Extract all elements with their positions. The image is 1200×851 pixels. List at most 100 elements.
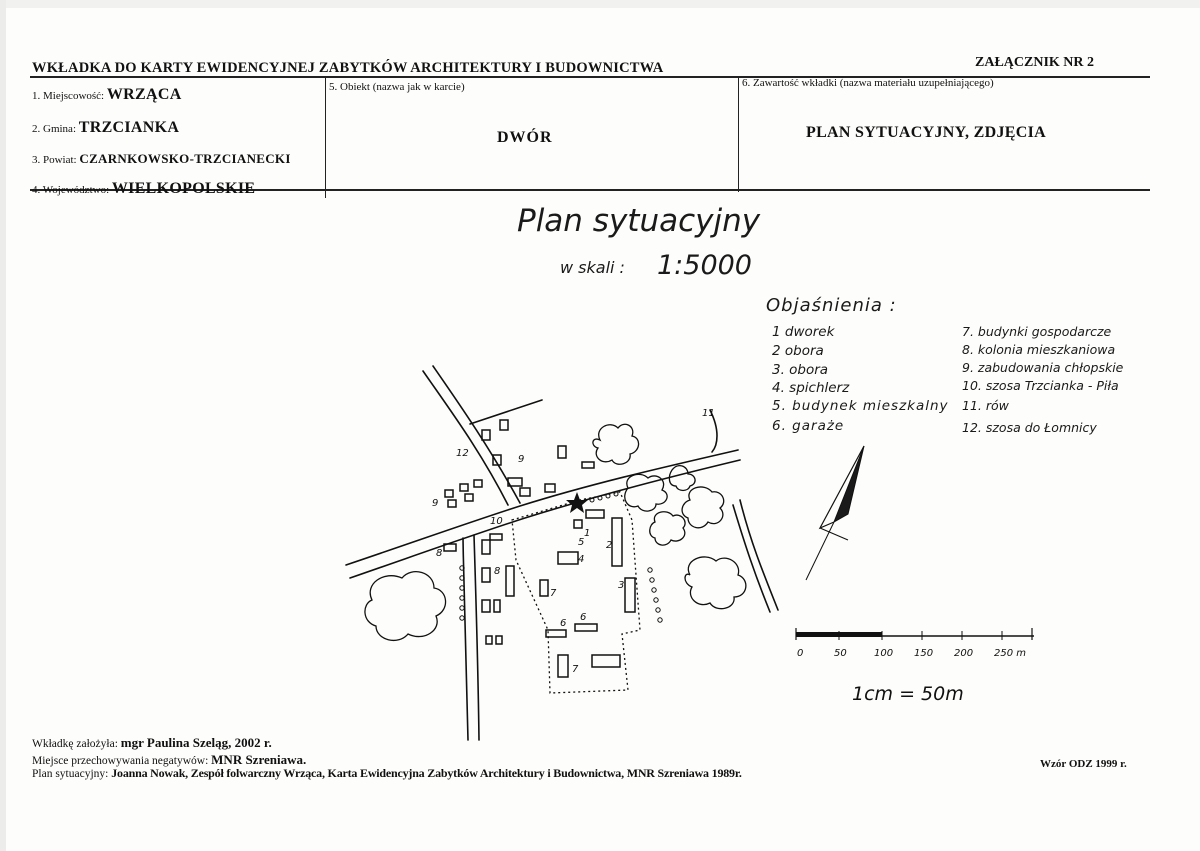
legend-item-2: 2 obora: [772, 343, 824, 359]
ditch-11-upper: [709, 409, 718, 453]
column-divider-1: [325, 77, 327, 198]
map-label-6b: 6: [580, 612, 586, 623]
map-label-8a: 8: [436, 548, 442, 559]
building-9d: [557, 445, 567, 459]
map-label-7b: 7: [572, 664, 579, 675]
scale-tick-0: 0: [797, 648, 803, 659]
building-7c: [591, 654, 621, 668]
scale-tick-200: 200: [954, 648, 973, 659]
scale-tick-250: 250 m: [994, 648, 1026, 659]
annex-number: ZAŁĄCZNIK NR 2: [975, 55, 1095, 70]
building-9a: [481, 429, 491, 441]
field-obiekt-label: 5. Obiekt (nazwa jak w karcie): [329, 81, 465, 93]
footer-source-label: Plan sytuacyjny:: [32, 768, 109, 780]
map-label-7a: 7: [550, 588, 557, 599]
ditch-11-lower: [739, 499, 779, 611]
trees-east-2: [649, 511, 686, 546]
legend-item-11: 11. rów: [962, 398, 1009, 413]
south-road-left: [462, 537, 469, 741]
footer-author-value: mgr Paulina Szeląg, 2002 r.: [120, 735, 272, 750]
north-arrow-icon: [805, 445, 865, 581]
footer-storage-label: Miejsce przechowywania negatywów:: [32, 755, 209, 767]
building-8e: [481, 599, 491, 613]
building-8c: [481, 567, 491, 583]
building-3-obora: [624, 577, 636, 613]
map-label-5: 5: [578, 537, 584, 548]
building-9b: [499, 419, 509, 431]
footer-storage-value: MNR Szreniawa.: [211, 752, 307, 767]
legend-item-10: 10. szosa Trzcianka - Piła: [962, 378, 1119, 393]
building-9i: [444, 489, 454, 498]
column-divider-2: [738, 77, 740, 192]
field-miejscowosc-value: WRZĄCA: [106, 86, 182, 103]
building-2-obora: [611, 517, 623, 567]
map-label-3: 3: [618, 580, 624, 591]
road-12-edge-left: [422, 370, 509, 506]
footer-source: Plan sytuacyjny: Joanna Nowak, Zespół fo…: [32, 766, 742, 781]
footer-author: Wkładkę założyła: mgr Paulina Szeląg, 20…: [32, 735, 272, 751]
field-powiat-value: CZARNKOWSKO-TRZCIANECKI: [79, 151, 291, 166]
field-miejscowosc-label: 1. Miejscowość:: [32, 90, 105, 102]
legend-item-9: 9. zabudowania chłopskie: [962, 360, 1124, 375]
field-powiat: 3. Powiat: CZARNKOWSKO-TRZCIANECKI: [32, 151, 291, 167]
map-label-9b: 9: [518, 454, 524, 465]
building-8f: [493, 599, 501, 613]
map-label-2: 2: [606, 540, 612, 551]
road-10-edge-upper: [345, 449, 739, 566]
upper-road: [469, 399, 543, 425]
map-label-12: 12: [456, 448, 469, 459]
building-8h: [495, 635, 503, 645]
field-wojewodztwo-label: 4. Województwo:: [32, 184, 110, 196]
manor-marker-icon: [566, 492, 588, 513]
trees-east-5: [668, 464, 696, 492]
building-8a: [443, 543, 457, 552]
plan-scale-value: 1:5000: [657, 250, 752, 281]
footer-source-value: Joanna Nowak, Zespół folwarczny Wrząca, …: [111, 766, 742, 780]
field-gmina-label: 2. Gmina:: [32, 123, 76, 135]
field-obiekt-value: DWÓR: [497, 129, 553, 146]
field-miejscowosc: 1. Miejscowość: WRZĄCA: [32, 86, 182, 104]
building-8i: [489, 533, 503, 541]
map-label-9a: 9: [432, 498, 438, 509]
road-12-edge-right: [432, 365, 521, 504]
ditch-11-lower-2: [732, 504, 771, 613]
building-8d: [505, 565, 515, 597]
scale-tick-50: 50: [834, 648, 847, 659]
trees-east-3: [681, 486, 725, 529]
building-7b: [557, 654, 569, 678]
footer-author-label: Wkładkę założyła:: [32, 738, 118, 750]
legend-item-7: 7. budynki gospodarcze: [962, 324, 1112, 339]
building-6a: [545, 629, 567, 638]
legend-item-6: 6. garaże: [772, 418, 845, 434]
scan-edge-left: [0, 0, 6, 851]
building-9f: [507, 477, 523, 487]
field-powiat-label: 3. Powiat:: [32, 154, 77, 166]
legend-item-1: 1 dworek: [772, 324, 835, 340]
scale-bar: [795, 628, 1034, 640]
trees-west: [364, 571, 447, 642]
plan-scale-label: w skali :: [560, 258, 625, 277]
legend-item-3: 3. obora: [772, 362, 829, 378]
building-9m: [464, 493, 474, 502]
building-9g: [519, 487, 531, 497]
building-1-dworek: [573, 519, 583, 529]
building-9k: [473, 479, 483, 488]
scan-edge-top: [0, 0, 1200, 8]
building-4-spichlerz: [557, 551, 579, 565]
building-7a: [539, 579, 549, 597]
trees-north: [592, 423, 640, 465]
plan-title: Plan sytuacyjny: [517, 203, 761, 239]
field-zawartosc-label: 6. Zawartość wkładki (nazwa materiału uz…: [742, 77, 994, 89]
building-9h: [544, 483, 556, 493]
scale-tick-100: 100: [874, 648, 893, 659]
legend-item-5: 5. budynek mieszkalny: [772, 398, 949, 414]
legend-item-12: 12. szosa do Łomnicy: [962, 420, 1097, 435]
map-label-1: 1: [584, 528, 590, 539]
scale-note: 1cm = 50m: [852, 683, 964, 705]
map-label-8b: 8: [494, 566, 500, 577]
road-10-edge-lower: [349, 459, 741, 579]
field-gmina-value: TRZCIANKA: [78, 119, 180, 136]
scale-tick-150: 150: [914, 648, 933, 659]
